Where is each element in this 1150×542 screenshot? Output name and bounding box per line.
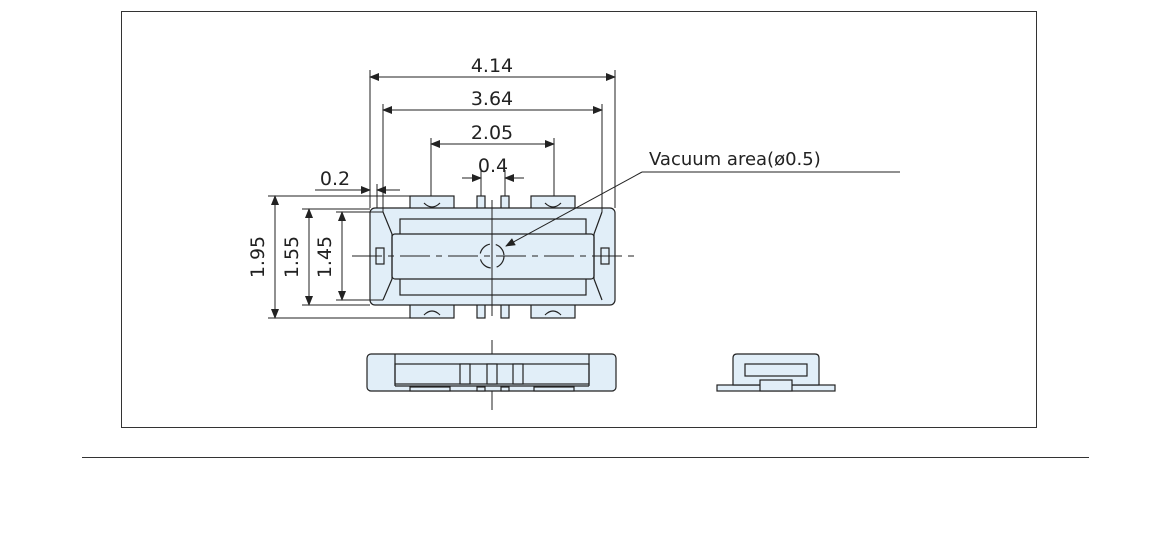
dimension-lines [268, 70, 900, 319]
top-view [369, 195, 616, 319]
dim-pad-span: 2.05 [471, 122, 513, 144]
centerlines [352, 200, 640, 410]
dim-inner-width: 1.45 [314, 236, 336, 278]
end-view [716, 353, 836, 392]
side-view [366, 353, 617, 392]
dim-mid-width: 1.55 [281, 236, 303, 278]
dim-pitch: 0.4 [478, 155, 508, 177]
dim-inner-length: 3.64 [471, 88, 513, 110]
dim-overall-length: 4.14 [471, 55, 513, 77]
dim-offset: 0.2 [320, 168, 350, 190]
drawing-frame [121, 11, 1037, 428]
dim-overall-width: 1.95 [247, 236, 269, 278]
vacuum-area-callout: Vacuum area(ø0.5) [649, 149, 821, 170]
